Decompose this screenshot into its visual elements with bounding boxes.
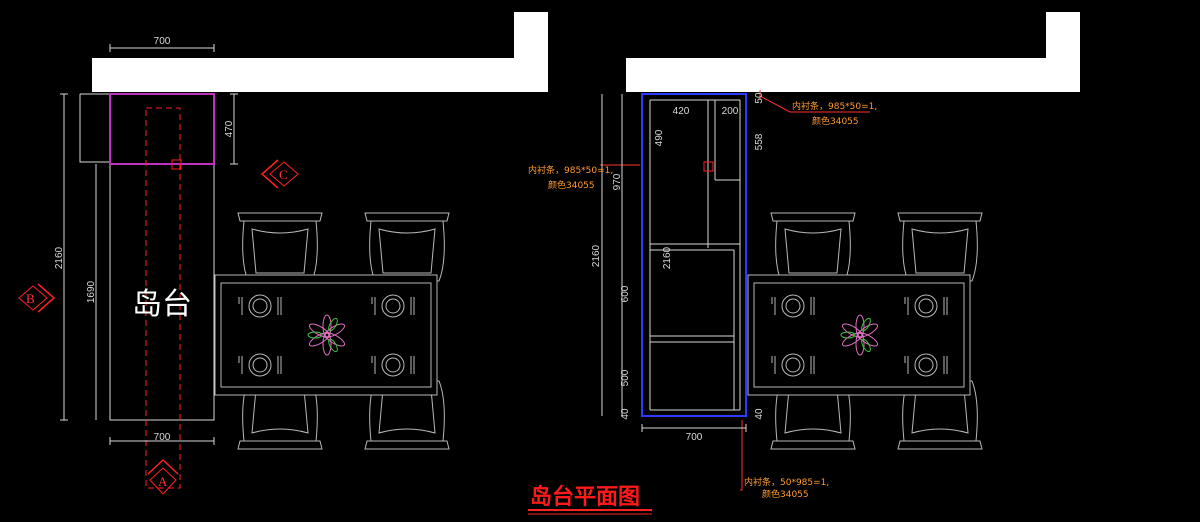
- svg-text:A: A: [158, 474, 168, 489]
- note-top-right-line2: 颜色34055: [812, 115, 859, 127]
- dim-top-width: 700: [154, 36, 171, 47]
- dim-40-left: 40: [620, 408, 631, 420]
- dim-200: 200: [722, 106, 739, 117]
- dim-2160-inner: 2160: [662, 246, 673, 269]
- right-plan: 2160 970 600 500 40 490 2160 420 200 50 …: [528, 12, 1080, 500]
- note-left-line2: 颜色34055: [548, 179, 595, 191]
- island-outline: [80, 93, 215, 421]
- dim-left-inner: 1690: [86, 280, 97, 303]
- svg-text:C: C: [279, 167, 288, 182]
- cabinet-outline: [641, 93, 747, 417]
- dim-600: 600: [620, 285, 631, 302]
- dim-970: 970: [612, 173, 623, 190]
- dim-500: 500: [620, 369, 631, 386]
- left-plan: 700 700 2160 1690 470 岛台 B C A: [18, 12, 548, 495]
- section-marker-c: C: [260, 159, 299, 189]
- dim-50: 50: [754, 92, 765, 104]
- dim-420: 420: [673, 106, 690, 117]
- left-dining-set: [215, 213, 449, 449]
- dim-558: 558: [754, 133, 765, 150]
- dim-left-total: 2160: [54, 246, 65, 269]
- right-dining-set: [748, 213, 982, 449]
- dim-40-right: 40: [754, 408, 765, 420]
- dim-490: 490: [654, 129, 665, 146]
- drawing-title: 岛台平面图: [530, 484, 640, 510]
- note-bottom-line1: 内衬条，50*985=1,: [744, 476, 829, 488]
- note-bottom-line2: 颜色34055: [762, 488, 809, 500]
- cabinet-shelves: [649, 99, 741, 411]
- dim-right-top: 470: [224, 120, 235, 137]
- left-wall: [92, 12, 548, 92]
- dim-bottom-700: 700: [686, 432, 703, 443]
- right-wall: [626, 12, 1080, 92]
- note-top-right-line1: 内衬条，985*50=1,: [792, 100, 877, 112]
- note-left-line1: 内衬条，985*50=1,: [528, 164, 613, 176]
- dim-2160-outer: 2160: [591, 244, 602, 267]
- dim-bottom-width: 700: [154, 432, 171, 443]
- upper-cabinet: [109, 93, 215, 165]
- svg-text:B: B: [26, 291, 35, 306]
- section-marker-a: A: [147, 458, 179, 495]
- island-label: 岛台: [132, 287, 192, 322]
- dashed-outline: [145, 107, 181, 489]
- section-marker-b: B: [18, 283, 56, 313]
